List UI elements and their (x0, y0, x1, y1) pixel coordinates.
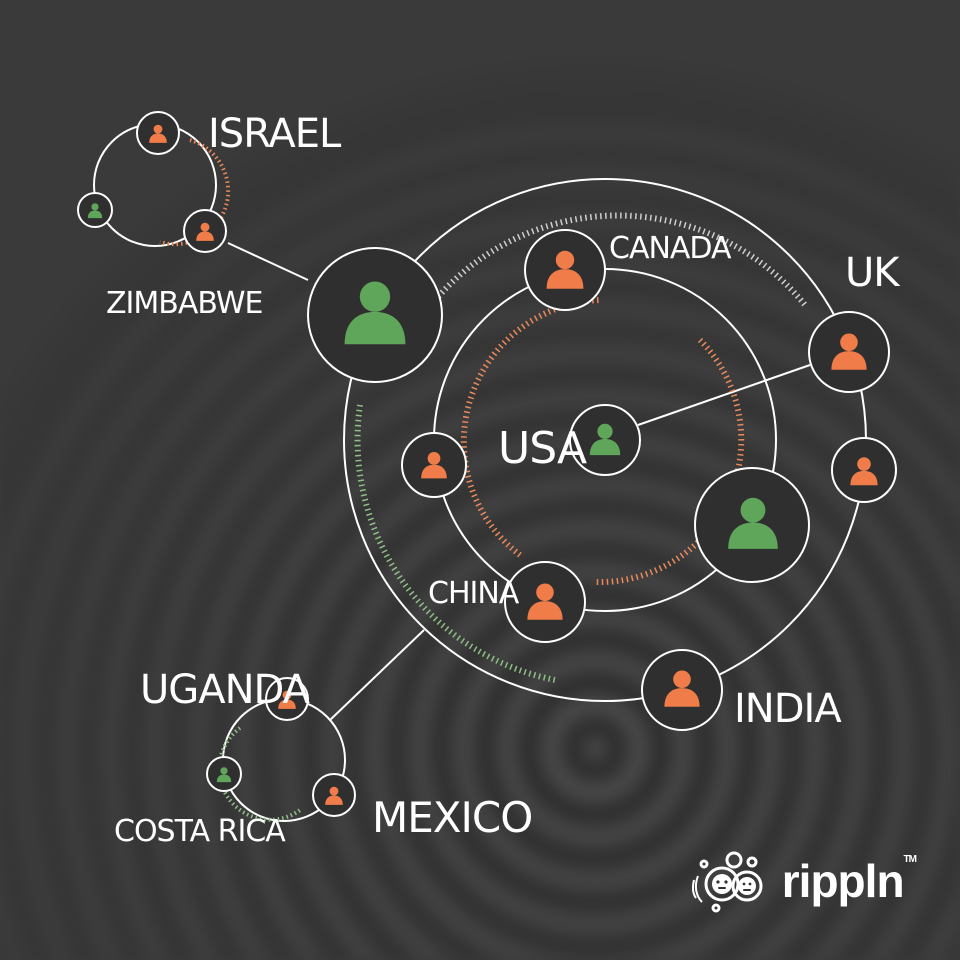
dash-arc-inner-left (460, 297, 601, 558)
node-mexico (312, 773, 356, 817)
link-israel-cluster (227, 242, 309, 281)
node-israel (136, 111, 180, 155)
brand-tm: TM (903, 854, 917, 865)
label-zimbabwe: ZIMBABWE (106, 286, 263, 321)
node-zimbabwe-side (183, 209, 227, 253)
rippln-logo: ripplnTM (691, 846, 917, 916)
node-india (641, 649, 723, 731)
country-labels: ISRAEL ZIMBABWE CANADA UK USA CHINA INDI… (106, 111, 902, 849)
dash-arc-outer-left (354, 404, 556, 683)
node-costa-rica (206, 756, 242, 792)
node-uk (808, 311, 890, 393)
label-india: INDIA (734, 686, 842, 732)
label-israel: ISRAEL (208, 111, 342, 157)
node-right-small (831, 437, 897, 503)
dashed-arcs (159, 138, 808, 822)
nodes (77, 111, 897, 817)
label-mexico: MEXICO (372, 793, 532, 842)
node-uganda (265, 677, 309, 721)
node-canada (524, 229, 606, 311)
node-usa (569, 404, 641, 476)
rippln-logo-mark (691, 851, 763, 913)
label-canada: CANADA (609, 231, 732, 266)
label-china: CHINA (428, 576, 520, 611)
link-usa-uk (637, 364, 811, 426)
dash-arc-uganda (217, 726, 302, 822)
node-china (504, 561, 586, 643)
label-usa: USA (498, 423, 587, 474)
node-left-small (401, 432, 467, 498)
node-large-green-right (694, 467, 810, 583)
node-israel-green (77, 192, 113, 228)
brand-name: rippln (781, 855, 905, 907)
dash-arc-israel (159, 138, 231, 247)
label-costa-rica: COSTA RICA (114, 814, 286, 849)
label-uk: UK (845, 250, 901, 296)
dash-arc-outer-top (417, 212, 808, 322)
connector-lines (227, 242, 811, 721)
label-uganda: UGANDA (140, 667, 311, 713)
node-large-green-left (307, 247, 443, 383)
link-uganda-cluster (329, 629, 425, 721)
rippln-wordmark: ripplnTM (781, 854, 917, 908)
